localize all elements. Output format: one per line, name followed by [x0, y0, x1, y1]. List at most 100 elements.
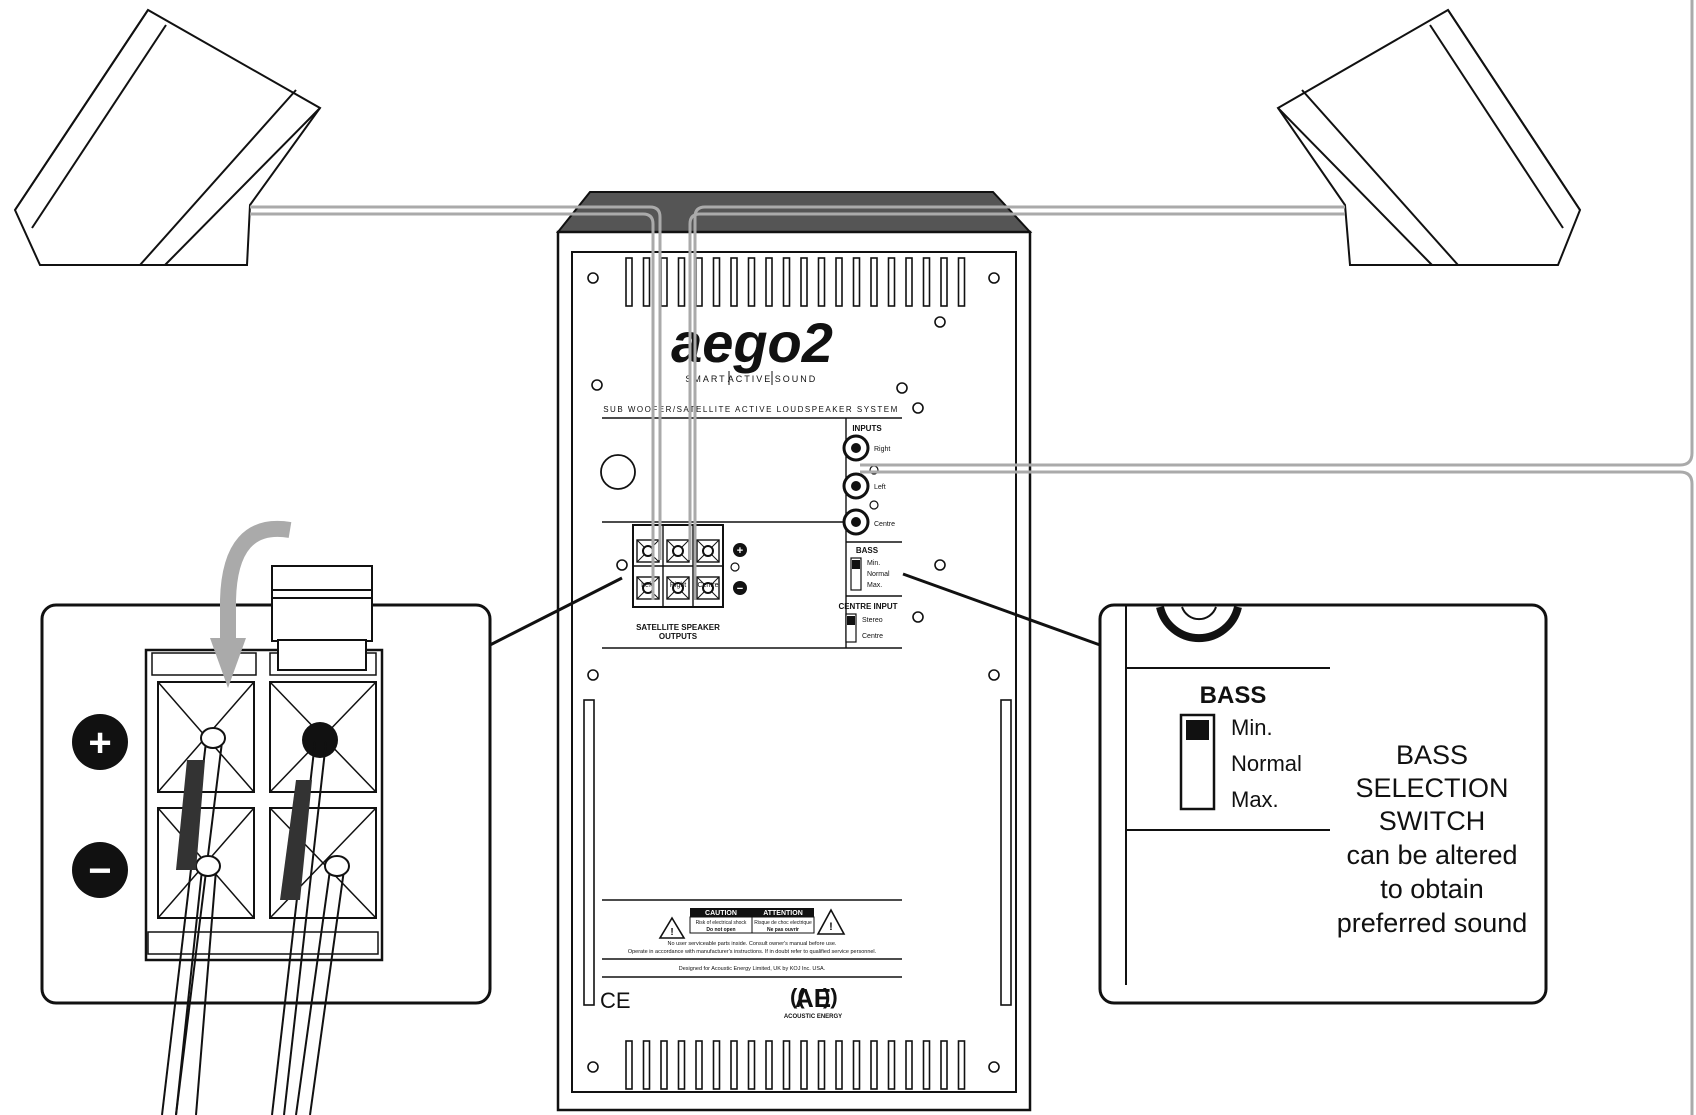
vent-slot: [957, 1040, 966, 1090]
svg-text:!: !: [829, 921, 833, 933]
vent-slot: [625, 1040, 633, 1090]
vent-slot: [817, 257, 826, 307]
speaker-cables: [250, 0, 1694, 1115]
logo-text: aego2: [671, 311, 833, 374]
centre-input-switch[interactable]: [845, 613, 857, 643]
brand-logo: aego2 SMART ACTIVE SOUND SUB WOOFER/SATE…: [603, 311, 899, 414]
inputs-title: INPUTS: [852, 424, 882, 433]
system-name: SUB WOOFER/SATELLITE ACTIVE LOUDSPEAKER …: [603, 405, 899, 414]
detail-bass-switch[interactable]: [1179, 713, 1216, 811]
bass-switch-detail-callout: BASS Min. Normal Max. BASS SELECTION SWI…: [902, 572, 1548, 1005]
right-satellite-speaker: [1276, 8, 1582, 266]
svg-text:!: !: [670, 927, 673, 938]
vent-slot: [782, 257, 791, 307]
vent-slot: [940, 257, 948, 307]
inputs-section: INPUTS Right Left Centre: [842, 424, 895, 536]
bottom-vents: [625, 1040, 966, 1090]
vent-slot: [660, 1040, 668, 1090]
output-right-label: Right: [670, 582, 686, 589]
input-left-jack[interactable]: [842, 472, 870, 500]
designed-by: Designed for Acoustic Energy Limited, UK…: [679, 966, 826, 972]
svg-text:)): )): [823, 984, 838, 1009]
warning-line-2: Operate in accordance with manufacturer'…: [628, 949, 877, 955]
detail-plus-label: +: [88, 721, 111, 765]
vent-slot: [730, 257, 738, 307]
tagline-smart: SMART: [685, 374, 726, 384]
caution-title: CAUTION: [705, 910, 737, 917]
attention-sub-2: Ne pas ouvrir: [767, 927, 799, 933]
detail-bass-min: Min.: [1231, 715, 1273, 740]
push-down-arrow-icon: [220, 520, 292, 640]
vent-slot: [642, 257, 651, 307]
ce-mark: CE: [600, 988, 631, 1013]
bass-min-label: Min.: [867, 560, 880, 567]
bass-switch[interactable]: [850, 557, 862, 591]
svg-text:((: ((: [790, 984, 805, 1009]
subwoofer-top: [555, 191, 1033, 233]
top-vents: [625, 257, 966, 307]
vent-slot: [712, 257, 721, 307]
vent-slot: [695, 257, 703, 307]
vent-slot: [730, 1040, 738, 1090]
vent-slot: [747, 257, 756, 307]
attention-sub-1: Risque de choc electrique: [754, 920, 812, 926]
caption-line-5: to obtain: [1380, 874, 1484, 904]
speaker-terminal[interactable]: [696, 576, 720, 600]
output-plus-mark: +: [737, 545, 743, 557]
vent-slot: [800, 257, 808, 307]
caption-line-4: can be altered: [1346, 840, 1517, 870]
output-centre-label: Centre: [697, 582, 718, 589]
output-polarity-marks: + −: [730, 543, 747, 595]
bass-normal-label: Normal: [867, 571, 890, 578]
centre-input-stereo-label: Stereo: [862, 617, 883, 624]
speaker-terminal[interactable]: [666, 539, 690, 563]
tagline-active: ACTIVE: [728, 374, 773, 384]
input-right-jack[interactable]: [842, 434, 870, 462]
cooling-port: [600, 454, 636, 490]
vent-slot: [905, 1040, 913, 1090]
input-left-label: Left: [874, 484, 886, 491]
vent-slot: [870, 1040, 878, 1090]
input-centre-jack[interactable]: [842, 508, 870, 536]
vent-slot: [712, 1040, 721, 1090]
detail-bass-title: BASS: [1200, 682, 1267, 709]
speaker-terminal[interactable]: [636, 539, 660, 563]
terminal-detail-callout: + −: [40, 520, 623, 1115]
input-centre-label: Centre: [874, 521, 895, 528]
vent-slot: [870, 257, 878, 307]
caution-sub-2: Do not open: [706, 927, 735, 933]
bass-title: BASS: [856, 546, 879, 555]
vent-slot: [835, 1040, 843, 1090]
centre-input-centre-label: Centre: [862, 633, 883, 640]
attention-title: ATTENTION: [763, 910, 803, 917]
speaker-terminal[interactable]: [696, 539, 720, 563]
vent-slot: [677, 257, 686, 307]
centre-input-title: CENTRE INPUT: [838, 602, 897, 611]
vent-slot: [765, 1040, 773, 1090]
warning-label: ! ! CAUTION ATTENTION Risk of electrical…: [602, 899, 902, 978]
detail-plus-icon: [72, 714, 128, 770]
ae-name: ACOUSTIC ENERGY: [784, 1014, 842, 1020]
detail-bass-max: Max.: [1231, 787, 1279, 812]
satellite-speaker-outputs: [632, 524, 724, 608]
detail-minus-label: −: [88, 849, 111, 893]
output-left-label: Left: [641, 582, 653, 589]
vent-slot: [765, 257, 773, 307]
left-satellite-speaker: [13, 8, 322, 266]
bass-section: BASS Min. Normal Max.: [850, 546, 890, 591]
speaker-terminal[interactable]: [666, 576, 690, 600]
vent-slot: [940, 1040, 948, 1090]
centre-input-section: CENTRE INPUT Stereo Centre: [838, 602, 898, 643]
vent-slot: [747, 1040, 756, 1090]
caption-line-2: SELECTION: [1355, 773, 1508, 803]
terminal-lever[interactable]: [271, 565, 373, 671]
vent-slot: [800, 1040, 808, 1090]
outputs-title-1: SATELLITE SPEAKER: [636, 623, 720, 632]
output-minus-mark: −: [737, 583, 743, 595]
warning-line-1: No user serviceable parts inside. Consul…: [668, 941, 837, 947]
vent-slot: [852, 257, 861, 307]
vent-slot: [922, 257, 931, 307]
caption-line-3: SWITCH: [1379, 806, 1485, 836]
input-right-label: Right: [874, 446, 890, 453]
